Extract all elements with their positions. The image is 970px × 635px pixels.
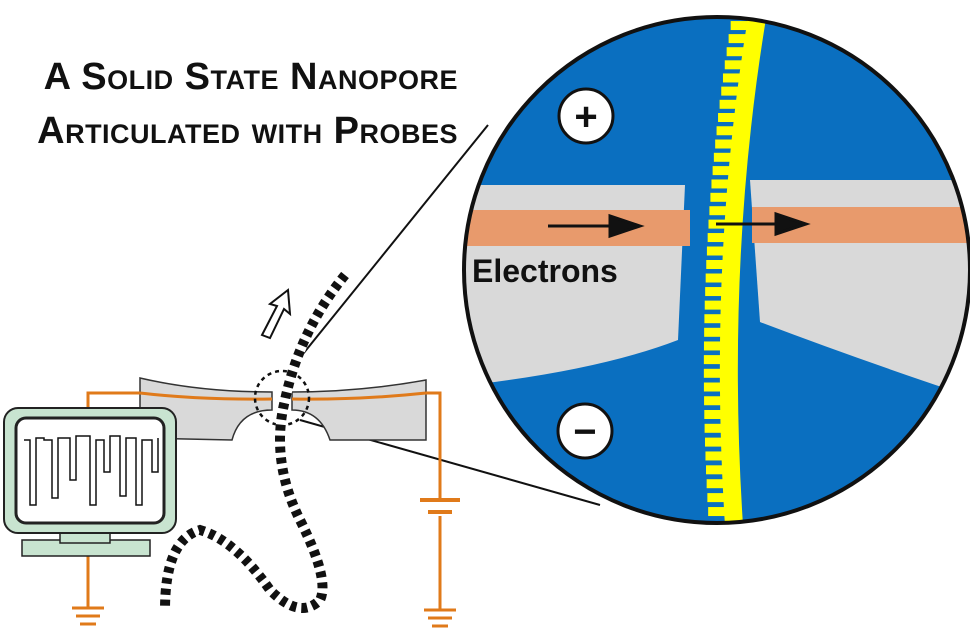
electrons-label: Electrons [472,253,618,289]
dna-probe [707,493,726,503]
dna-probe [730,21,749,31]
dna-probe [719,99,738,109]
dna-probe [718,113,737,123]
dna-probe [724,60,743,70]
dna-probe [704,300,723,310]
dna-probe [704,423,723,433]
translocation-arrow [260,288,292,340]
dna-probe [706,465,725,475]
dna-probe [712,166,731,176]
electron-flow-arrow-left [548,213,645,239]
dna-probe [704,314,723,324]
dna-probe [704,396,723,406]
dna-probe [726,47,745,57]
left-electrode [464,210,690,246]
dna-strand [719,17,769,523]
dna-probe [705,451,724,461]
dna-probe [706,479,725,489]
electron-flow-arrow-right [716,211,811,237]
ground-right [424,608,456,628]
dna-probe [703,355,722,365]
ground-left [72,606,104,626]
current-trace [24,435,159,506]
dna-probe [715,139,734,149]
dna-probe [716,126,735,136]
dna-probe [704,327,723,337]
monitor [3,407,177,557]
dna-probe [728,34,747,44]
magnified-view [464,17,970,523]
circuit-wires [86,391,442,610]
title-line-2: Articulated with Probes [37,110,458,152]
dna-probe [705,273,724,283]
dna-probe [706,246,725,256]
dna-probe [713,152,732,162]
dna-probe [705,287,724,297]
dna-probe [707,233,726,243]
dna-probe [721,86,740,96]
svg-text:−: − [573,410,596,454]
dna-probe [704,410,723,420]
magnified-circle-outline [462,15,970,525]
dna-probe [703,368,722,378]
probe-strand [160,271,349,613]
dna-probe [708,507,727,517]
dna-probe [706,260,725,269]
svg-text:+: + [574,95,597,139]
dna-probe [710,192,729,202]
title-line-1: A Solid State Nanopore [43,56,458,98]
battery [420,498,460,514]
dna-probe [703,382,722,392]
positive-terminal: + [557,87,615,145]
probe-strand-base [160,271,349,613]
dna-probe [703,341,722,351]
dna-probe [711,179,730,189]
small-membrane-right [291,379,427,441]
negative-terminal: − [556,402,614,460]
dna-probe [704,437,723,447]
dna-probe [722,73,741,83]
dna-probe [709,206,728,216]
